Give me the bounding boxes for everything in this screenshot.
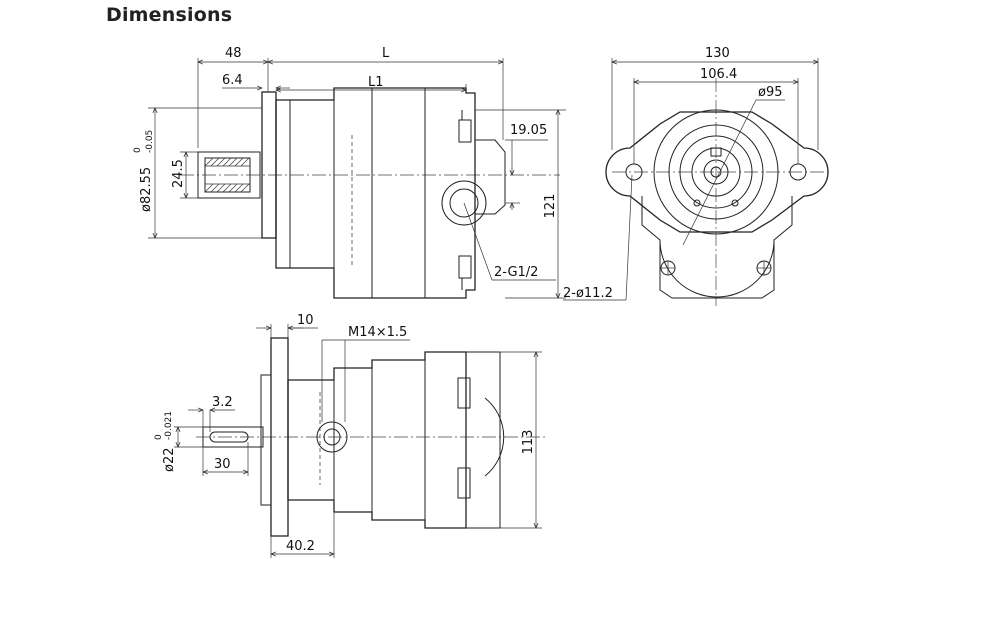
dim-95-label: ø95 — [758, 85, 783, 100]
dim-3-2-label: 3.2 — [212, 395, 233, 410]
side-port-boss — [475, 139, 506, 215]
dim-22-tol-upper: 0 — [154, 434, 164, 440]
port-callout: 2-G1/2 — [494, 265, 538, 280]
front-body — [641, 196, 793, 299]
front-shaft-center — [710, 166, 722, 178]
top-drain-port-inner — [323, 428, 341, 446]
side-body — [275, 87, 476, 299]
front-pilot-outer — [653, 109, 779, 235]
side-port-inner — [449, 188, 479, 218]
dim-40-2-label: 40.2 — [286, 539, 315, 554]
dim-6-4-label: 6.4 — [222, 73, 243, 88]
dim-113-label: 113 — [521, 430, 536, 455]
dim-82-55-tol-upper: 0 — [133, 147, 143, 153]
dim-82-55-label: ø82.55 — [139, 167, 154, 212]
front-shaft — [703, 159, 729, 185]
top-body — [287, 351, 467, 529]
side-bolt-top — [458, 119, 472, 143]
dim-130-label: 130 — [705, 46, 730, 61]
side-flange — [261, 91, 277, 239]
side-view: 48 L 6.4 L1 19.05 121 ø82.55 0 -0.05 — [133, 46, 633, 301]
front-flange — [605, 111, 829, 233]
dim-22-tol-lower: -0.021 — [164, 411, 174, 440]
side-keyway-hatch — [204, 157, 250, 193]
front-body-arc — [659, 239, 775, 298]
front-seal — [679, 135, 753, 209]
top-bolt-top — [457, 377, 471, 409]
front-key — [710, 147, 722, 157]
top-drain-port-outer — [316, 421, 348, 453]
side-shaft — [197, 151, 261, 199]
side-bolt-bottom — [458, 255, 472, 279]
dim-l1-label: L1 — [368, 75, 384, 90]
dim-30-label: 30 — [214, 457, 231, 472]
top-rotation-arc — [484, 397, 505, 477]
dim-48-label: 48 — [225, 46, 242, 61]
top-bolt-bottom — [457, 467, 471, 499]
dim-82-55-tol-lower: -0.05 — [145, 130, 155, 153]
dim-22-label: ø22 — [162, 448, 177, 473]
top-view: 10 M14×1.5 3.2 ø22 0 -0.021 30 40.2 113 — [154, 313, 545, 558]
top-shaft-key — [209, 431, 249, 443]
side-port-outer — [441, 180, 487, 226]
holes-callout: 2-ø11.2 — [563, 286, 613, 301]
front-view: 130 106.4 ø95 — [605, 46, 829, 306]
front-pilot — [668, 124, 764, 220]
side-keyway — [204, 157, 251, 193]
dim-19-05-label: 19.05 — [510, 123, 547, 138]
page-title: Dimensions — [106, 4, 233, 26]
top-shaft — [202, 426, 264, 448]
dim-106-4-label: 106.4 — [700, 67, 737, 82]
dim-121-label: 121 — [543, 194, 558, 219]
dim-l-label: L — [382, 46, 390, 61]
thread-callout: M14×1.5 — [348, 325, 407, 340]
dim-10-label: 10 — [297, 313, 314, 328]
dim-24-5-label: 24.5 — [171, 159, 186, 188]
